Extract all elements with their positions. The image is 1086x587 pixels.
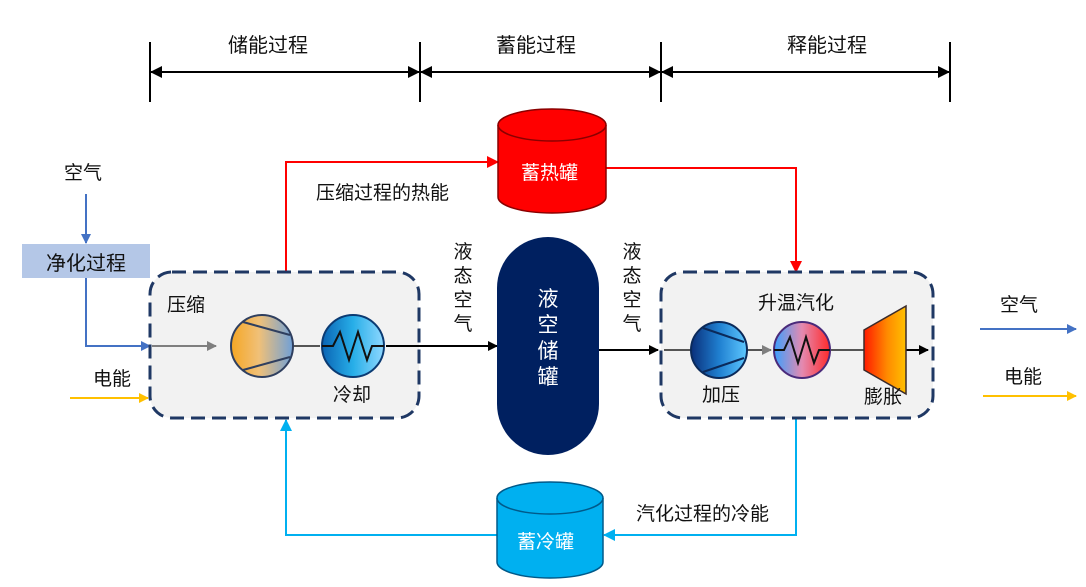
air-in-label: 空气: [64, 162, 103, 184]
pump-label: 加压: [702, 384, 741, 406]
purification-box: 净化过程: [22, 244, 150, 278]
heat-tank-label: 蓄热罐: [521, 162, 579, 184]
evaporate-label: 升温汽化: [758, 292, 835, 314]
power-out-label: 电能: [1004, 366, 1043, 388]
phase-scale: [149, 42, 951, 102]
cold-recovery-label: 汽化过程的冷能: [636, 503, 770, 525]
cold-tank: [496, 481, 604, 579]
phase-discharge-label: 释能过程: [787, 33, 867, 57]
heat-tank: [497, 108, 607, 214]
liquid-air-right-label: 液态空气: [622, 241, 642, 335]
liquid-air-left-label: 液态空气: [453, 241, 473, 335]
cooler-icon: [321, 314, 385, 378]
cold-supply-arrow: [280, 419, 497, 536]
heat-recovery-arrow: [285, 156, 499, 272]
storage-tank-label: 液空储罐: [537, 287, 559, 389]
liquid-air-storage-tank: [497, 237, 599, 455]
pump-icon: [690, 321, 748, 379]
turbine-icon: [863, 304, 907, 396]
purified-air-arrow: [85, 278, 151, 351]
heat-recovery-label: 压缩过程的热能: [316, 182, 450, 204]
cool-label: 冷却: [333, 384, 372, 406]
cold-tank-label: 蓄冷罐: [517, 531, 575, 553]
phase-store-label: 蓄能过程: [496, 33, 576, 57]
expand-label: 膨胀: [864, 386, 903, 408]
compress-label: 压缩: [167, 294, 206, 316]
air-out-label: 空气: [1000, 294, 1039, 316]
cold-recovery-arrow: [603, 418, 797, 541]
power-in-label: 电能: [93, 368, 132, 390]
purification-label: 净化过程: [46, 250, 126, 275]
compressor-icon: [230, 314, 294, 378]
phase-charge-label: 储能过程: [228, 33, 308, 57]
evaporator-icon: [773, 321, 831, 379]
heat-supply-arrow: [606, 167, 802, 273]
